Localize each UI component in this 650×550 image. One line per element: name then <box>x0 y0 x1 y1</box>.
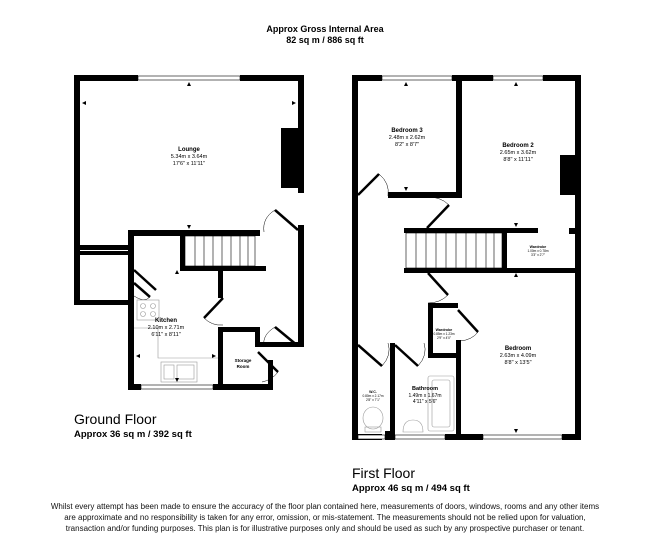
wall <box>569 228 575 234</box>
ground-floor-windows <box>137 75 241 390</box>
room-label-wardrobe-1: Wardrobe 1.00m x 0.78m 3'3" x 2'7" <box>527 245 549 257</box>
toilet-icon <box>362 406 384 430</box>
wall <box>74 300 134 305</box>
wall <box>352 75 382 81</box>
room-label-lounge: Lounge 5.34m x 3.64m 17'6" x 11'11" <box>170 147 208 167</box>
wall <box>502 228 507 273</box>
wall <box>388 192 462 198</box>
first-floor-caption: First Floor Approx 46 sq m / 494 sq ft <box>352 465 470 495</box>
wall <box>74 250 80 305</box>
window <box>140 384 214 390</box>
wall <box>218 327 255 332</box>
wall <box>390 343 395 440</box>
wall <box>404 268 581 273</box>
wall <box>456 340 461 440</box>
window <box>482 434 563 440</box>
wall <box>180 230 185 268</box>
gia-total: 82 sq m / 886 sq ft <box>286 35 364 45</box>
window <box>137 75 241 81</box>
ground-floor-doors <box>133 209 299 383</box>
wall <box>298 75 304 193</box>
dimension-markers <box>82 82 518 433</box>
sink-icon <box>160 361 198 383</box>
room-label-bathroom: Bathroom 1.49m x 1.67m 4'11" x 5'6" <box>408 386 442 405</box>
basin-icon <box>402 419 424 433</box>
first-floor-title: First Floor <box>352 465 415 481</box>
wall <box>74 75 138 81</box>
first-floor-doors <box>357 173 479 367</box>
first-floor-area: Approx 46 sq m / 494 sq ft <box>352 483 470 494</box>
ground-floor-area: Approx 36 sq m / 392 sq ft <box>74 429 192 440</box>
wall <box>445 434 483 440</box>
window <box>357 434 386 440</box>
first-floor-windows <box>357 75 563 440</box>
wall <box>268 360 273 390</box>
wall <box>240 75 304 81</box>
wall <box>562 434 581 440</box>
wall <box>298 225 304 347</box>
wall <box>404 228 538 233</box>
room-label-kitchen: Kitchen 2.10m x 2.71m 6'11" x 8'11" <box>147 318 185 338</box>
window <box>381 75 453 81</box>
wall <box>74 245 134 250</box>
ground-floor-title: Ground Floor <box>74 411 157 427</box>
room-label-wardrobe-2: Wardrobe 0.85m x 1.23m 2'9" x 4'0" <box>433 328 455 340</box>
disclaimer-text: Whilst every attempt has been made to en… <box>50 502 600 533</box>
wall <box>128 230 260 236</box>
room-label-bedroom-2: Bedroom 2 2.65m x 3.62m 8'8" x 11'11" <box>499 143 537 163</box>
first-floor-stairs <box>405 232 503 269</box>
gross-internal-area: Approx Gross Internal Area 82 sq m / 886… <box>0 24 650 46</box>
wall <box>255 342 304 347</box>
wall <box>128 295 134 390</box>
wall <box>74 251 130 255</box>
bath-icon <box>427 375 455 432</box>
wall <box>456 78 462 196</box>
ground-floor-stairs <box>184 235 256 267</box>
hob-icon <box>136 299 160 321</box>
wall <box>74 75 80 250</box>
ground-floor-plan <box>74 75 304 390</box>
room-label-bedroom: Bedroom 2.63m x 4.09m 8'8" x 13'5" <box>499 346 537 366</box>
wall <box>352 75 358 440</box>
window <box>492 75 544 81</box>
wall <box>428 353 458 358</box>
wall <box>218 268 223 298</box>
wall <box>352 345 358 348</box>
wall <box>255 327 260 347</box>
wall <box>218 327 223 390</box>
wall <box>452 75 493 81</box>
wall <box>428 303 458 308</box>
wall <box>575 75 581 440</box>
kitchen-fixtures <box>134 299 218 383</box>
first-floor-plan <box>352 75 581 440</box>
wall <box>213 384 273 390</box>
room-label-bedroom-3: Bedroom 3 2.48m x 2.62m 8'2" x 8'7" <box>388 128 426 148</box>
wall <box>128 230 134 310</box>
wall <box>128 384 141 390</box>
chimney-breast <box>560 155 575 195</box>
room-label-storage: Storage Room <box>234 358 252 369</box>
gia-title: Approx Gross Internal Area <box>266 24 384 34</box>
ground-floor-caption: Ground Floor Approx 36 sq m / 392 sq ft <box>74 411 192 441</box>
room-label-wc: W.C. 0.80m x 2.17m 2'8" x 7'1" <box>362 390 384 402</box>
window <box>394 434 446 440</box>
wall <box>428 303 433 358</box>
bathroom-fixtures <box>362 375 455 433</box>
wall <box>385 431 393 440</box>
chimney-breast <box>281 128 298 188</box>
wall <box>543 75 581 81</box>
